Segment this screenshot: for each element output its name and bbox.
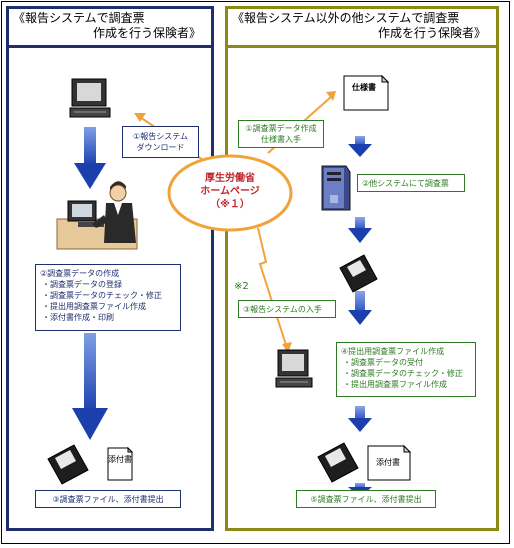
attachment-doc-label-left: 添付書	[108, 455, 132, 464]
right-title-line1: 《報告システム以外の他システムで調査票	[232, 11, 460, 25]
create-item-2: 調査票データのチェック・修正	[50, 290, 176, 301]
step3-box: ③報告システムの入手	[238, 300, 336, 318]
orange-arrowhead-right	[326, 91, 336, 101]
right-title-line2: 作成を行う保険者》	[377, 26, 486, 40]
document-icon-left	[107, 446, 134, 481]
left-arrow-1	[74, 127, 106, 189]
document-icon-right	[367, 444, 412, 481]
homepage-line3: （※１）	[210, 199, 250, 210]
left-title-line2: 作成を行う保険者》	[92, 26, 201, 40]
floppy-disk-icon-right-1	[339, 254, 378, 293]
right-panel: 《報告システム以外の他システムで調査票 作成を行う保険者》	[225, 6, 499, 531]
step4-title: ④提出用調査票ファイル作成	[341, 347, 445, 356]
attachment-doc-label-right: 添付書	[376, 458, 400, 467]
homepage-ellipse	[167, 154, 293, 232]
create-data-box: ②調査票データの作成 調査票データの登録 調査票データのチェック・修正 提出用調…	[35, 264, 181, 331]
orange-arrowhead-down	[282, 342, 292, 353]
left-panel-title: 《報告システムで調査票 作成を行う保険者》	[9, 11, 211, 41]
homepage-line2: ホームページ	[200, 186, 260, 197]
document-icon-spec	[343, 74, 390, 111]
step4-item-2: 調査票データのチェック・修正	[351, 368, 471, 379]
step1-box: ①調査票データ作成仕様書入手	[238, 120, 324, 148]
homepage-line1: 厚生労働省	[205, 173, 255, 184]
step2-box: ②他システムにて調査票	[357, 174, 465, 192]
floppy-disk-icon-right-2	[317, 442, 359, 483]
create-item-1: 調査票データの登録	[50, 279, 176, 290]
spec-doc-label: 仕様書	[352, 83, 376, 92]
create-data-list: 調査票データの登録 調査票データのチェック・修正 提出用調査票ファイル作成 添付…	[40, 279, 176, 323]
right-arrow-4	[348, 406, 372, 432]
download-box: ①報告システム ダウンロード	[122, 126, 199, 158]
orange-arrowhead-left	[134, 113, 146, 122]
submit-box-right: ⑤調査票ファイル、添付書提出	[296, 490, 436, 508]
step4-box: ④提出用調査票ファイル作成 調査票データの受付 調査票データのチェック・修正 提…	[336, 342, 476, 397]
computer-icon-right	[275, 349, 313, 388]
left-title-divider	[9, 45, 211, 48]
step4-item-3: 提出用調査票ファイル作成	[351, 379, 471, 390]
create-data-title: ②調査票データの作成	[40, 269, 120, 278]
server-tower-icon	[321, 165, 351, 211]
right-panel-title: 《報告システム以外の他システムで調査票 作成を行う保険者》	[228, 11, 496, 41]
right-title-divider	[228, 45, 496, 48]
computer-icon	[69, 78, 111, 118]
step4-item-1: 調査票データの受付	[351, 357, 471, 368]
create-item-3: 提出用調査票ファイル作成	[50, 301, 176, 312]
step4-list: 調査票データの受付 調査票データのチェック・修正 提出用調査票ファイル作成	[341, 357, 471, 390]
create-item-4: 添付書作成・印刷	[50, 312, 176, 323]
homepage-label: 厚生労働省 ホームページ （※１）	[190, 172, 270, 211]
right-arrow-2	[348, 217, 372, 243]
left-title-line1: 《報告システムで調査票	[13, 11, 145, 25]
note-2: ※2	[234, 281, 249, 292]
floppy-disk-icon-left	[47, 444, 89, 485]
left-arrow-2	[72, 333, 108, 440]
person-at-computer-icon	[56, 181, 138, 250]
submit-box-left: ③調査票ファイル、添付書提出	[35, 490, 181, 508]
right-arrow-3	[348, 291, 372, 325]
left-panel: 《報告システムで調査票 作成を行う保険者》	[6, 6, 214, 531]
right-arrow-1	[348, 136, 372, 157]
